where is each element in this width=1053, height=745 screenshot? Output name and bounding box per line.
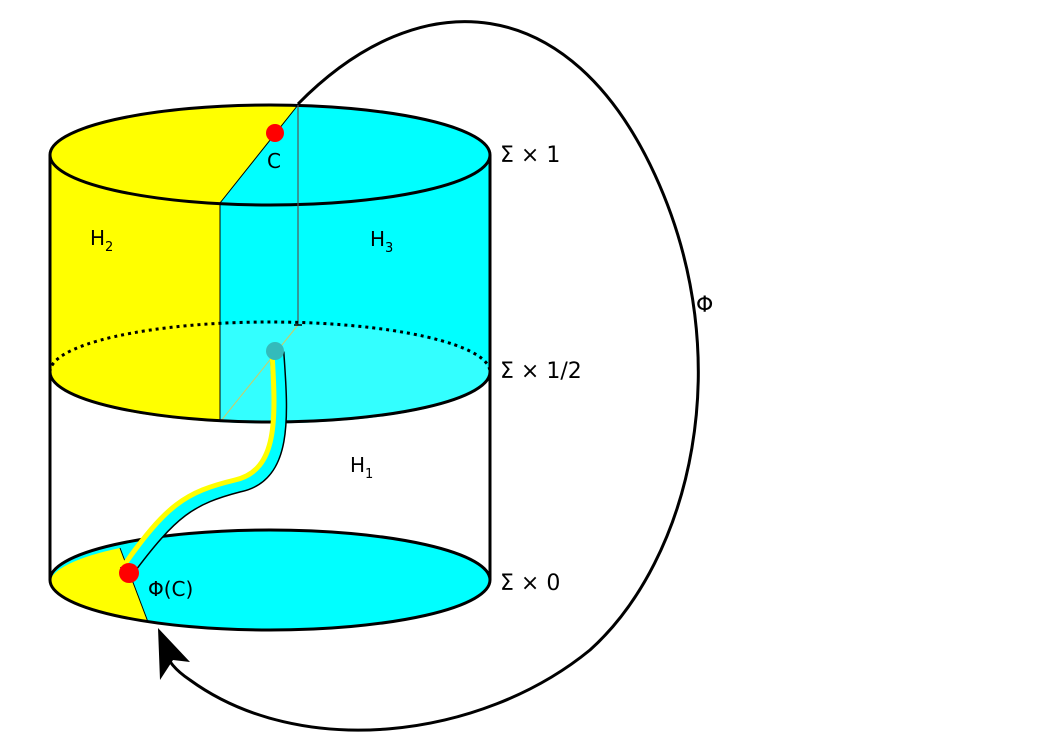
- point-mid-faded: [266, 342, 284, 360]
- point-c: [266, 124, 284, 142]
- label-image-curve: Φ(C): [148, 577, 193, 601]
- label-level-top: Σ × 1: [500, 143, 560, 168]
- bottom-disk: [48, 528, 492, 632]
- label-h2: H2: [90, 226, 113, 255]
- mid-disk-yellow-region: [49, 325, 221, 422]
- phi-map-curve: [163, 20, 700, 732]
- label-level-mid: Σ × 1/2: [500, 359, 582, 384]
- label-h3: H3: [370, 227, 393, 256]
- label-level-bottom: Σ × 0: [500, 571, 560, 596]
- top-disk-yellow-region: [49, 104, 298, 203]
- phi-arrowhead: [158, 628, 190, 680]
- point-phi-c: [119, 563, 139, 583]
- top-disk: [48, 103, 492, 207]
- mid-disk-back-edge: [48, 320, 492, 373]
- label-map-phi: Φ: [696, 293, 713, 318]
- upper-cylinder: [49, 155, 491, 424]
- label-curve-c: C: [267, 149, 281, 173]
- label-h1: H1: [350, 453, 373, 482]
- ribbon-tube: [119, 351, 288, 577]
- mid-disk-cyan-region: [220, 323, 491, 424]
- mid-disk-front-edge: [48, 371, 492, 424]
